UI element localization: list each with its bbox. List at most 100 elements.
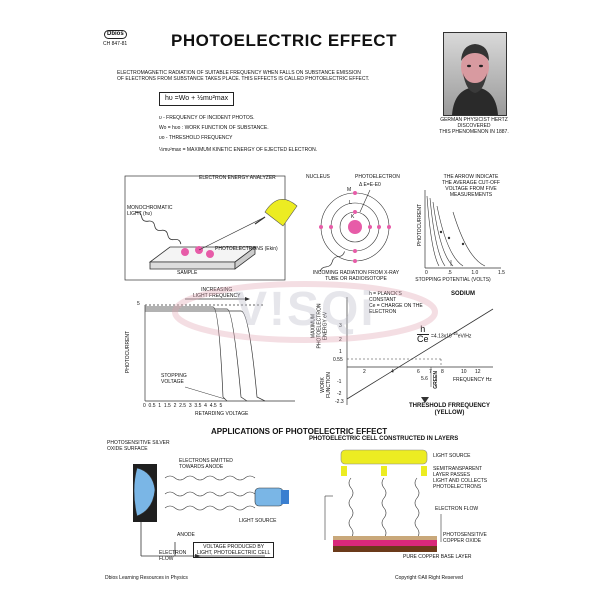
analyzer-label: ELECTRON ENERGY ANALYZER bbox=[199, 175, 276, 181]
cutoff-tick: 1.5 bbox=[498, 270, 505, 276]
cutoff-xlabel: STOPPING POTENTIAL (VOLTS) bbox=[415, 277, 491, 283]
photosensitive-copper-label: PHOTOSENSITIVE COPPER OXIDE bbox=[443, 532, 487, 544]
planck-ytick: 3 bbox=[339, 323, 342, 329]
photoelectron-label: PHOTOELECTRON bbox=[355, 174, 400, 180]
ce-definition-1: Ce = CHARGE ON THE bbox=[369, 303, 423, 309]
light-label: MONOCHROMATIC LIGHT (hυ) bbox=[127, 205, 172, 217]
layer-light-source-label: LIGHT SOURCE bbox=[433, 453, 471, 459]
planck-xtick: 12 bbox=[475, 369, 481, 375]
planck-xtick: 7 bbox=[429, 369, 432, 375]
cutoff-note-4: MEASUREMENTS bbox=[449, 192, 493, 198]
electrons-emitted-label: ELECTRONS EMITTED TOWARDS ANODE bbox=[179, 458, 233, 470]
ratio-value-text: =4.13x10 bbox=[431, 333, 452, 340]
definition-work-function: Wo = hυo : WORK FUNCTION OF SUBSTANCE. bbox=[159, 125, 269, 131]
chart-sheet: Dbios CH 847-81 PHOTOELECTRIC EFFECT GER… bbox=[95, 22, 509, 584]
photoelectrons-label: PHOTOELECTRONS (Ekin) bbox=[215, 246, 278, 252]
phototube-title-1: PHOTOSENSITIVE SILVER bbox=[107, 440, 170, 446]
nucleus-dot bbox=[348, 220, 362, 234]
semitransparent-label-4: PHOTOELECTRONS bbox=[433, 484, 482, 490]
planck-lines bbox=[346, 297, 494, 405]
electron-dot bbox=[206, 250, 214, 258]
phototube-title: PHOTOSENSITIVE SILVER OXIDE SURFACE bbox=[107, 440, 170, 452]
definition-threshold: υo - THRESHOLD FREQUENCY bbox=[159, 135, 233, 141]
ratio-numerator: h bbox=[417, 325, 429, 335]
anode-label: ANODE bbox=[177, 532, 195, 538]
planck-ytick: 0.55 bbox=[333, 357, 343, 363]
planck-negtick: -2 bbox=[337, 391, 342, 397]
semitransparent-label-2: LAYER PASSES bbox=[433, 472, 471, 478]
cutoff-graph: THE ARROW INDICATE THE AVERAGE CUT-OFF V… bbox=[413, 172, 505, 284]
atom-diagram: NUCLEUS PHOTOELECTRON Δ E=E-E0 K L M INC… bbox=[305, 172, 410, 284]
electrons-emitted-label-2: TOWARDS ANODE bbox=[179, 464, 224, 470]
layered-cell-diagram: PHOTOELECTRIC CELL CONSTRUCTED IN LAYERS… bbox=[309, 436, 505, 568]
shell-m: M bbox=[347, 187, 352, 193]
energy-label: Δ E=E-E0 bbox=[359, 182, 381, 188]
chart-code: CH 847-81 bbox=[103, 41, 128, 47]
ce-definition-2: ELECTRON bbox=[369, 309, 397, 315]
shell-l: L bbox=[349, 200, 352, 206]
planck-xtick: 2 bbox=[363, 369, 366, 375]
sodium-label: SODIUM bbox=[451, 291, 475, 297]
sodium-line bbox=[346, 308, 494, 400]
phototube-drawing bbox=[133, 464, 289, 558]
cutoff-tick: .5 bbox=[447, 270, 452, 276]
electron-flow-label-1: ELECTRON bbox=[159, 550, 187, 556]
light-label-1: MONOCHROMATIC bbox=[127, 205, 173, 211]
planck-ytick: 2 bbox=[339, 337, 342, 343]
intro-text: ELECTROMAGNETIC RADIATION OF SUITABLE FR… bbox=[117, 70, 447, 82]
voltage-ylabel: PHOTOCURRENT bbox=[125, 330, 132, 374]
phototube-title-2: OXIDE SURFACE bbox=[107, 446, 148, 452]
planck-xtick: 8 bbox=[441, 369, 444, 375]
voltage-produced-label-2: LIGHT, PHOTOELECTRIC CELL bbox=[197, 550, 271, 556]
layer-electron-flow-label: ELECTRON FLOW bbox=[435, 506, 479, 512]
portrait-caption-1: GERMAN PHYSICIST HERTZ bbox=[440, 117, 508, 123]
planck-ratio: h Ce bbox=[417, 325, 429, 344]
cutoff-ylabel: PHOTOCURRENT bbox=[417, 203, 424, 247]
definitions: υ - FREQUENCY OF INCIDENT PHOTOS. Wo = h… bbox=[159, 115, 419, 153]
voltage-produced-label: VOLTAGE PRODUCED BY LIGHT, PHOTOELECTRIC… bbox=[193, 542, 275, 558]
apparatus-diagram: ELECTRON ENERGY ANALYZER MONOCHROMATIC L… bbox=[115, 172, 305, 284]
semitransparent-label: SEMITRANSPARENT LAYER PASSES LIGHT AND C… bbox=[433, 466, 487, 490]
intro-line-2: OF ELECTRONS FROM SUBSTANCE TAKES PLACE.… bbox=[117, 76, 370, 82]
phototube-diagram: PHOTOSENSITIVE SILVER OXIDE SURFACE ELEC… bbox=[105, 438, 305, 568]
ratio-denominator: Ce bbox=[417, 334, 429, 344]
semitransparent-label-1: SEMITRANSPARENT bbox=[433, 466, 483, 472]
h-definition: h = PLANCK'S CONSTANT Ce = CHARGE ON THE… bbox=[369, 291, 423, 315]
increasing-label-1: INCREASING bbox=[201, 287, 233, 293]
planck-plot: h = PLANCK'S CONSTANT Ce = CHARGE ON THE… bbox=[310, 287, 505, 419]
hertz-portrait bbox=[443, 32, 507, 116]
cutoff-note: THE ARROW INDICATE THE AVERAGE CUT-OFF V… bbox=[437, 174, 505, 198]
brand-logo: Dbios bbox=[104, 30, 127, 39]
voltage-plot: 5 INCREASING LIGHT FREQUENCY PHOTOCURREN… bbox=[115, 287, 305, 419]
nucleus-label: NUCLEUS bbox=[306, 174, 330, 180]
analyzer-dome bbox=[264, 199, 298, 227]
photosensitive-copper-label-1: PHOTOSENSITIVE bbox=[443, 532, 487, 538]
planck-xtick: 6 bbox=[417, 369, 420, 375]
light-label-2: LIGHT (hυ) bbox=[127, 211, 152, 217]
increasing-label: INCREASING LIGHT FREQUENCY bbox=[193, 287, 240, 299]
voltage-xticks: 0 0.5 1 1.5 2 2.5 3 3.5 4 4.5 5 bbox=[143, 403, 223, 409]
footer-left: Dbios Learning Resources in Physics bbox=[105, 575, 188, 581]
incoming-label-2: TUBE OR RADIOISOTOPE bbox=[325, 276, 387, 282]
ratio-value: =4.13x10-15eV/Hz bbox=[431, 331, 471, 340]
layered-cell-title: PHOTOELECTRIC CELL CONSTRUCTED IN LAYERS bbox=[309, 436, 459, 442]
copper-base-label: PURE COPPER BASE LAYER bbox=[403, 554, 472, 560]
planck-xtick-minor: 5.6 bbox=[421, 376, 428, 382]
ratio-unit: eV/Hz bbox=[457, 333, 472, 340]
stopping-label: STOPPING VOLTAGE bbox=[161, 373, 187, 385]
portrait-caption-3: THIS PHENOMENON IN 1887. bbox=[439, 129, 509, 135]
semitransparent-label-3: LIGHT AND COLLECTS bbox=[433, 478, 488, 484]
portrait-caption-2: DISCOVERED bbox=[457, 123, 491, 129]
cutoff-curves bbox=[424, 190, 501, 269]
electron-dot bbox=[181, 248, 189, 256]
voltage-produced-label-1: VOLTAGE PRODUCED BY bbox=[203, 544, 265, 550]
cutoff-ticks: 0 .5 1.0 1.5 bbox=[425, 270, 505, 276]
incoming-label-1: INCOMING RADIATION FROM X-RAY bbox=[312, 270, 400, 276]
electrons-emitted-label-1: ELECTRONS EMITTED bbox=[179, 458, 233, 464]
apparatus-drawing bbox=[124, 175, 298, 281]
planck-xtick: 10 bbox=[461, 369, 467, 375]
planck-ylabel: MAXIMUM PHOTOELECTRON ENERGY eV bbox=[310, 304, 328, 349]
cutoff-tick: 0 bbox=[425, 270, 428, 276]
h-definition-1: h = PLANCK'S bbox=[369, 291, 402, 297]
planck-negtick: -1 bbox=[337, 379, 342, 385]
